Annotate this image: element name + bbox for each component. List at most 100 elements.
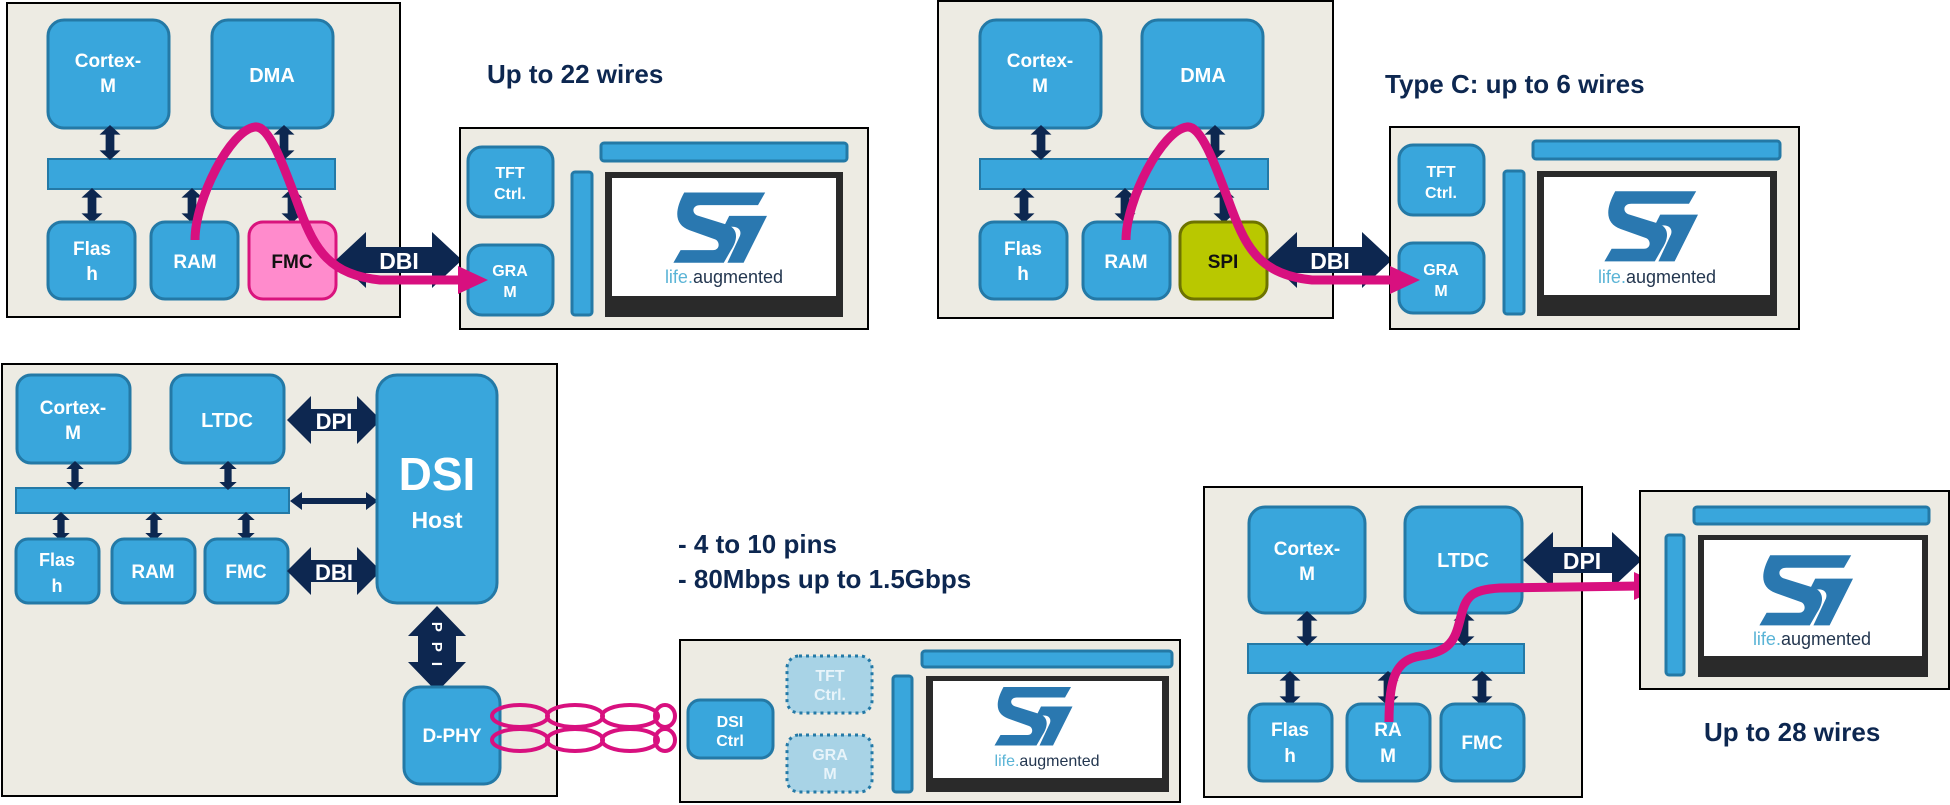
cortex-m-block — [46, 18, 171, 130]
ppi-label: PPI — [428, 622, 445, 676]
row-driver-bar — [1664, 533, 1686, 677]
dsi-ctrl-label-1: DSI — [717, 714, 744, 731]
gram-label-1: GRA — [492, 263, 528, 280]
panel-fmc-dbi: Cortex- M DMA Flas h RAM FMC DBI TFT Ctr… — [6, 2, 869, 330]
tft-ctrl-label-2: Ctrl. — [814, 687, 846, 704]
dbi-label: DBI — [1310, 248, 1350, 274]
fmc-block — [1439, 702, 1526, 783]
ltdc-label: LTDC — [201, 410, 253, 432]
fmc-label: FMC — [271, 252, 312, 273]
gram-label-1: GRA — [1423, 262, 1459, 279]
ram-block — [110, 537, 197, 605]
ram-label: RAM — [1104, 252, 1147, 273]
dsi-host-block — [375, 373, 499, 605]
flash-label-2: h — [52, 576, 63, 596]
ram-label: RAM — [131, 562, 174, 583]
tft-ctrl-label-2: Ctrl. — [1425, 185, 1457, 202]
column-driver-bar — [920, 649, 1174, 669]
cortex-m-block — [1247, 505, 1367, 615]
dpi-link-arrow-icon — [287, 396, 381, 444]
dpi-label: DPI — [1563, 548, 1601, 574]
caption-22-wires: Up to 22 wires — [487, 59, 663, 89]
dbi-label: DBI — [315, 560, 353, 585]
tft-ctrl-block-optional — [785, 654, 874, 715]
flash-label-1: Flas — [73, 239, 111, 260]
dsi-ctrl-block — [686, 698, 775, 760]
dataflow-arrowhead-icon — [458, 266, 488, 294]
life-augmented-tagline: life.augmented — [1753, 629, 1871, 649]
dsi-ctrl-label-2: Ctrl — [716, 733, 744, 750]
dma-block — [1140, 18, 1265, 130]
gram-label-2: M — [503, 284, 516, 301]
dphy-block — [402, 685, 502, 786]
dma-block — [210, 18, 335, 130]
bus-to-dsi-arrow-icon — [290, 492, 378, 510]
gram-label-2: M — [823, 766, 836, 783]
dpi-link-arrow-icon — [1523, 532, 1642, 588]
cortex-m-label-1: Cortex- — [1007, 51, 1074, 72]
dpi-label: DPI — [316, 409, 353, 434]
dbi-link-arrow-icon — [336, 232, 462, 288]
row-driver-bar — [570, 170, 594, 317]
life-augmented-tagline: life.augmented — [1598, 267, 1716, 287]
column-driver-bar — [1692, 505, 1931, 526]
cortex-m-label-1: Cortex- — [75, 51, 142, 72]
dataflow-path — [1121, 122, 1392, 285]
gram-block-optional — [785, 733, 874, 794]
tft-ctrl-label-1: TFT — [1426, 164, 1456, 181]
cortex-m-label-2: M — [100, 76, 116, 97]
panel-ltdc-dpi: Cortex- M LTDC Flas h RA M FMC DPI life.… — [1203, 486, 1950, 798]
cortex-m-label-1: Cortex- — [40, 398, 107, 419]
tft-ctrl-block — [466, 145, 555, 219]
gram-label-1: GRA — [812, 747, 848, 764]
ltdc-label: LTDC — [1437, 550, 1489, 572]
column-driver-bar — [1531, 139, 1782, 161]
dsi-host-label-2: Host — [411, 507, 462, 533]
life-augmented-tagline: life.augmented — [995, 753, 1100, 770]
caption-28-wires: Up to 28 wires — [1704, 717, 1880, 747]
ram-label-2: M — [1380, 746, 1396, 767]
flash-label-1: Flas — [1004, 239, 1042, 260]
ram-label-1: RA — [1374, 720, 1402, 741]
life-augmented-tagline: life.augmented — [665, 267, 783, 287]
cortex-m-label-2: M — [1299, 564, 1315, 585]
tft-ctrl-label-1: TFT — [815, 668, 845, 685]
caption-6-wires: Type C: up to 6 wires — [1385, 69, 1645, 99]
flash-block — [46, 220, 137, 301]
cortex-m-block — [978, 18, 1103, 130]
flash-label-2: h — [1017, 264, 1029, 285]
flash-label-1: Flas — [1271, 720, 1309, 741]
flash-block — [14, 537, 101, 605]
tft-ctrl-label-2: Ctrl. — [494, 186, 526, 203]
fmc-label: FMC — [1461, 733, 1502, 754]
gram-label-2: M — [1434, 283, 1447, 300]
spi-label: SPI — [1208, 252, 1239, 273]
dataflow-arrowhead-icon — [1390, 266, 1420, 294]
cortex-m-label-2: M — [65, 423, 81, 444]
dsi-host-label-1: DSI — [399, 448, 476, 500]
cortex-m-block — [15, 373, 132, 465]
column-driver-bar — [599, 141, 849, 163]
caption-bandwidth: - 80Mbps up to 1.5Gbps — [678, 564, 971, 594]
tft-ctrl-block — [1397, 143, 1486, 217]
dataflow-path — [190, 122, 460, 285]
panel-spi-dbi: Cortex- M DMA Flas h RAM SPI DBI TFT Ctr… — [937, 0, 1800, 330]
dphy-label: D-PHY — [422, 726, 481, 747]
dsi-lane-twisted-pairs — [490, 703, 677, 753]
flash-block — [1247, 702, 1334, 783]
cortex-m-label-1: Cortex- — [1274, 539, 1341, 560]
dbi-label: DBI — [379, 248, 419, 274]
flash-label-2: h — [1284, 746, 1296, 767]
dbi-link-arrow-icon — [1267, 232, 1392, 288]
caption-pins: - 4 to 10 pins — [678, 529, 837, 559]
row-driver-bar — [891, 674, 914, 794]
panel-dsi: Cortex- M LTDC Flas h RAM FMC DPI DBI DS… — [1, 363, 1181, 803]
flash-label-2: h — [86, 264, 98, 285]
tft-ctrl-label-1: TFT — [495, 165, 525, 182]
ppi-link-arrow-icon — [408, 606, 466, 692]
dma-label: DMA — [249, 65, 295, 87]
flash-block — [978, 220, 1069, 301]
cortex-m-label-2: M — [1032, 76, 1048, 97]
dataflow-path — [1384, 581, 1641, 723]
